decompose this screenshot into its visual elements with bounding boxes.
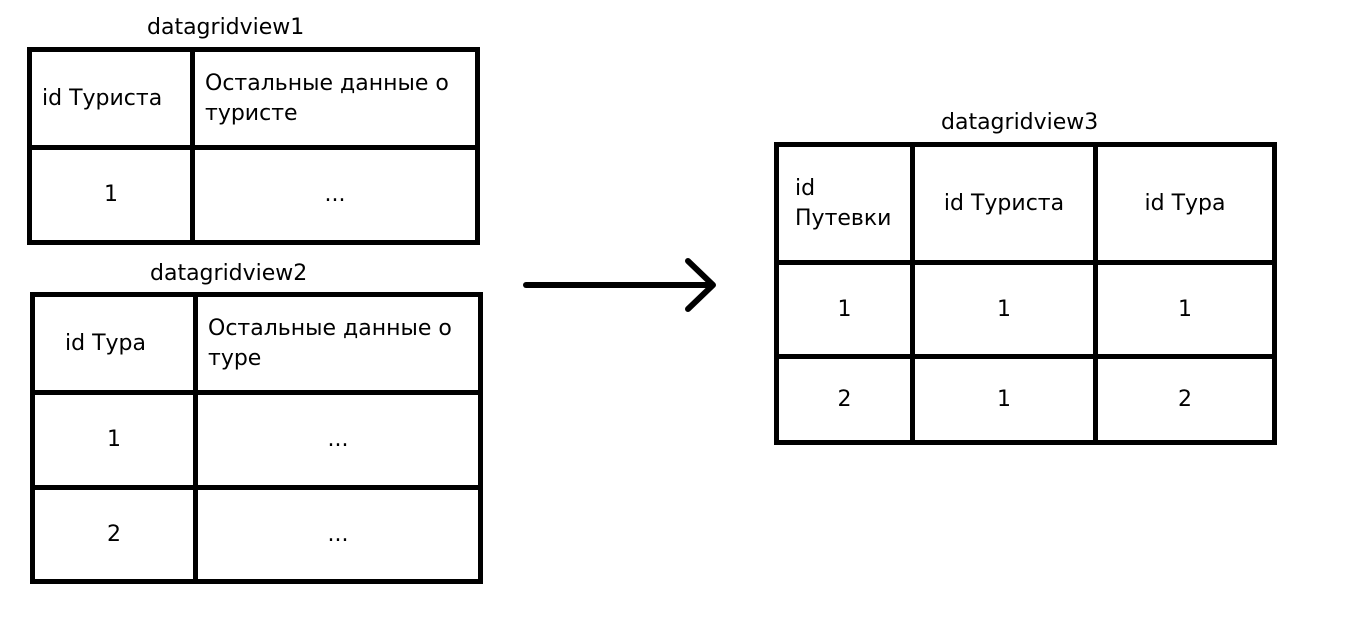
grid2-cell: ...	[193, 485, 483, 584]
grid1-cell: 1	[27, 145, 195, 245]
grid2-cell: ...	[193, 390, 483, 490]
grid2-cell: 2	[30, 485, 198, 584]
grid2-title: datagridview2	[150, 261, 308, 286]
grid1-header-id: id Туриста	[27, 47, 195, 150]
grid3-header-tourist-id: id Туриста	[910, 142, 1098, 265]
datagridview2: id Тура Остальные данные о туре 1 ... 2 …	[30, 292, 483, 584]
right-arrow-icon	[523, 258, 716, 312]
datagridview1: id Туриста Остальные данные о туристе 1 …	[27, 47, 480, 245]
grid3-cell: 1	[774, 260, 915, 359]
grid1-cell: ...	[190, 145, 480, 245]
grid3-header-tour-id: id Тура	[1093, 142, 1277, 265]
grid3-cell: 2	[1093, 354, 1277, 445]
grid3-cell: 1	[910, 354, 1098, 445]
grid2-header-id: id Тура	[30, 292, 198, 395]
grid1-header-other: Остальные данные о туристе	[190, 47, 480, 150]
grid3-title: datagridview3	[941, 110, 1099, 135]
grid3-header-voucher-id: id Путевки	[774, 142, 915, 265]
datagridview3: id Путевки id Туриста id Тура 1 1 1 2 1 …	[774, 142, 1277, 445]
grid1-title: datagridview1	[147, 15, 305, 40]
grid2-cell: 1	[30, 390, 198, 490]
grid3-cell: 1	[1093, 260, 1277, 359]
grid3-cell: 2	[774, 354, 915, 445]
grid2-header-other: Остальные данные о туре	[193, 292, 483, 395]
grid3-cell: 1	[910, 260, 1098, 359]
